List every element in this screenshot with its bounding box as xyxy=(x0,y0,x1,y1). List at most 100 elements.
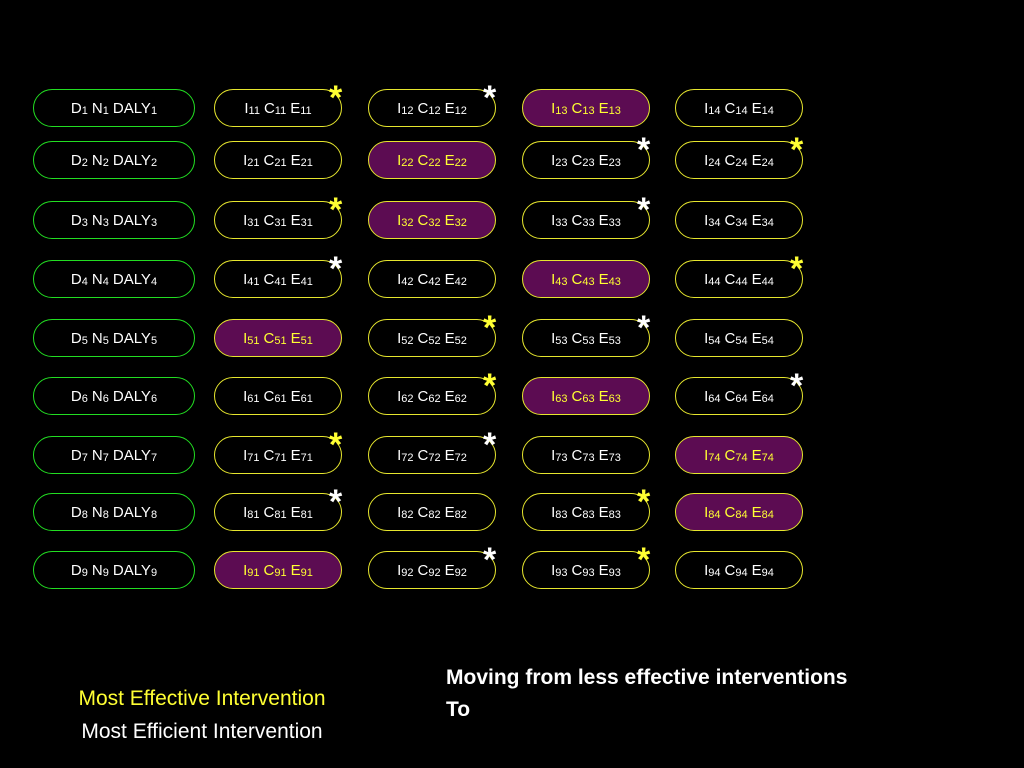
term-letter: I xyxy=(397,270,402,288)
term-subscript: 64 xyxy=(735,392,748,405)
term-letter: D xyxy=(70,270,82,288)
pill-term: D9 xyxy=(71,562,88,579)
pill-term: C63 xyxy=(572,388,595,405)
pill-term: C32 xyxy=(418,212,441,229)
pill-term: I42 xyxy=(397,271,413,288)
pill-term: C22 xyxy=(418,152,441,169)
pill-term: E44 xyxy=(752,271,774,288)
term-letter: C xyxy=(417,270,429,288)
term-letter: E xyxy=(598,99,609,117)
term-letter: E xyxy=(751,99,762,117)
pill-term: N9 xyxy=(92,562,109,579)
term-subscript: 22 xyxy=(454,156,467,169)
term-subscript: 13 xyxy=(608,104,621,117)
term-subscript: 8 xyxy=(81,508,88,521)
pill-term: E23 xyxy=(599,152,621,169)
term-subscript: 83 xyxy=(555,508,568,521)
term-letter: C xyxy=(571,99,583,117)
pill-term: I84 xyxy=(704,504,720,521)
term-letter: I xyxy=(551,387,556,405)
pill-term: DALY5 xyxy=(113,330,157,347)
term-letter: I xyxy=(551,151,556,169)
term-subscript: 4 xyxy=(81,275,88,288)
term-subscript: 12 xyxy=(428,104,441,117)
pill-term: I41 xyxy=(243,271,259,288)
pill-term: I82 xyxy=(397,504,413,521)
term-letter: E xyxy=(444,99,455,117)
pill-term: C41 xyxy=(264,271,287,288)
pill-term: C83 xyxy=(572,504,595,521)
term-letter: DALY xyxy=(112,211,151,229)
star-marker: * xyxy=(329,426,343,464)
pill-term: E64 xyxy=(752,388,774,405)
term-letter: C xyxy=(263,446,275,464)
term-subscript: 92 xyxy=(428,566,441,579)
term-subscript: 94 xyxy=(735,566,748,579)
pill-term: D8 xyxy=(71,504,88,521)
term-letter: I xyxy=(397,561,402,579)
term-letter: C xyxy=(263,329,275,347)
term-subscript: 83 xyxy=(608,508,621,521)
term-letter: C xyxy=(724,151,736,169)
term-letter: C xyxy=(571,211,583,229)
pill-term: E63 xyxy=(599,388,621,405)
term-subscript: 61 xyxy=(274,392,287,405)
star-marker: * xyxy=(483,541,497,579)
pill-term: C61 xyxy=(264,388,287,405)
caption-most-effective: Most Effective Intervention xyxy=(78,687,326,710)
term-subscript: 51 xyxy=(247,334,260,347)
term-subscript: 91 xyxy=(247,566,260,579)
term-subscript: 81 xyxy=(274,508,287,521)
term-subscript: 72 xyxy=(428,451,441,464)
term-letter: I xyxy=(244,99,249,117)
pill-term: C24 xyxy=(725,152,748,169)
term-subscript: 43 xyxy=(555,275,568,288)
star-marker: * xyxy=(329,191,343,229)
term-letter: C xyxy=(417,99,429,117)
term-subscript: 73 xyxy=(555,451,568,464)
term-subscript: 42 xyxy=(401,275,414,288)
term-letter: E xyxy=(598,446,609,464)
term-subscript: 44 xyxy=(761,275,774,288)
term-letter: I xyxy=(243,270,248,288)
term-letter: E xyxy=(751,446,762,464)
pill-term: E33 xyxy=(599,212,621,229)
term-subscript: 64 xyxy=(761,392,774,405)
pill-term: E41 xyxy=(291,271,313,288)
term-subscript: 71 xyxy=(274,451,287,464)
term-letter: C xyxy=(724,446,736,464)
term-letter: E xyxy=(444,387,455,405)
caption-moving-line2: To xyxy=(446,698,471,721)
term-letter: DALY xyxy=(112,561,151,579)
term-letter: E xyxy=(290,387,301,405)
term-letter: E xyxy=(290,446,301,464)
pill-term: I24 xyxy=(704,152,720,169)
term-subscript: 6 xyxy=(102,392,109,405)
term-letter: I xyxy=(397,503,402,521)
term-letter: I xyxy=(704,329,709,347)
term-subscript: 42 xyxy=(454,275,467,288)
term-subscript: 5 xyxy=(81,334,88,347)
caption-most-efficient: Most Efficient Intervention xyxy=(81,720,323,743)
pill-term: I13 xyxy=(551,100,567,117)
term-letter: C xyxy=(724,561,736,579)
term-subscript: 14 xyxy=(708,104,721,117)
term-letter: E xyxy=(444,561,455,579)
term-subscript: 9 xyxy=(102,566,109,579)
star-marker: * xyxy=(790,131,804,169)
pill-term: E14 xyxy=(752,100,774,117)
pill-term: E12 xyxy=(445,100,467,117)
star-marker: * xyxy=(483,367,497,405)
term-letter: E xyxy=(290,561,301,579)
term-subscript: 53 xyxy=(608,334,621,347)
term-letter: C xyxy=(263,270,275,288)
pill-term: DALY3 xyxy=(113,212,157,229)
